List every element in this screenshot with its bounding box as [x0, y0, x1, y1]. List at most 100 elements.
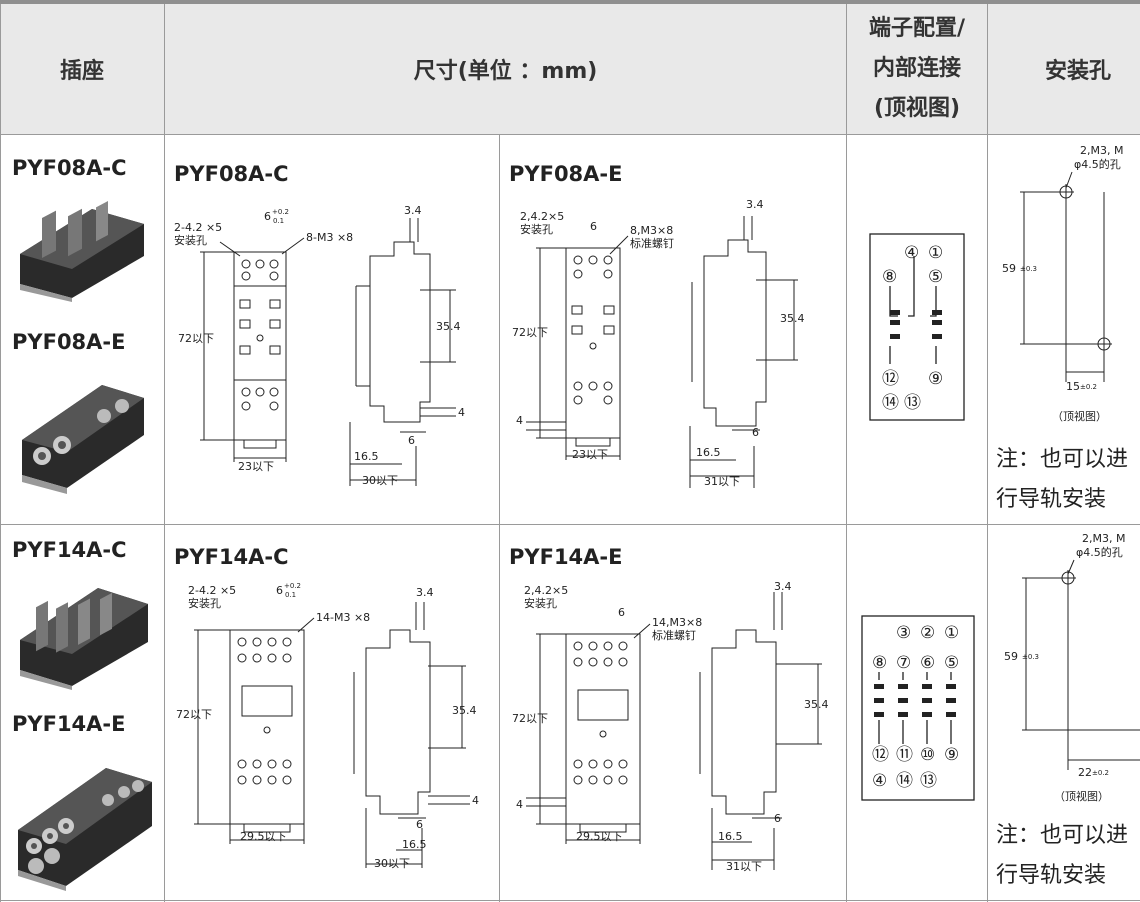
- dimension-title: PYF08A-C: [174, 162, 289, 186]
- dimension-drawing-pyf14a-e: 2,4.2×5 安装孔 6 14,M3×8 标准螺钉 72以下 4 29.5以下…: [512, 580, 829, 873]
- socket-model-label: PYF08A-E: [12, 330, 126, 354]
- svg-text:15: 15: [1066, 380, 1080, 393]
- svg-text:±0.3: ±0.3: [1020, 265, 1037, 273]
- svg-text:②: ②: [920, 623, 935, 643]
- table-header-row: [0, 4, 1140, 134]
- svg-text:⑬: ⑬: [920, 771, 937, 791]
- dimension-title: PYF14A-C: [174, 545, 289, 569]
- svg-text:（顶视图）: （顶视图）: [1052, 409, 1107, 423]
- svg-text:8-M3 ×8: 8-M3 ×8: [306, 231, 353, 244]
- svg-text:72以下: 72以下: [512, 326, 548, 339]
- svg-text:⑭: ⑭: [896, 771, 913, 791]
- svg-text:⑫: ⑫: [882, 369, 899, 389]
- svg-text:72以下: 72以下: [512, 712, 548, 725]
- socket-photo-pyf14a-c: [20, 588, 148, 690]
- socket-photo-pyf08a-c: [20, 200, 144, 302]
- svg-text:2-4.2 ×5: 2-4.2 ×5: [188, 584, 236, 597]
- svg-text:③: ③: [896, 623, 911, 643]
- svg-text:⑤: ⑤: [944, 653, 959, 673]
- svg-text:安装孔: 安装孔: [520, 222, 553, 236]
- svg-text:±0.3: ±0.3: [1022, 653, 1039, 661]
- svg-text:6: 6: [618, 606, 625, 619]
- svg-text:23以下: 23以下: [238, 460, 274, 473]
- svg-text:⑪: ⑪: [896, 745, 913, 765]
- row-divider: [0, 524, 1140, 525]
- svg-text:2,4.2×5: 2,4.2×5: [520, 210, 564, 223]
- svg-text:30以下: 30以下: [374, 857, 410, 870]
- svg-text:2,4.2×5: 2,4.2×5: [524, 584, 568, 597]
- svg-text:⑥: ⑥: [920, 653, 935, 673]
- svg-text:8,M3×8: 8,M3×8: [630, 224, 673, 237]
- svg-text:+0.2: +0.2: [272, 208, 289, 216]
- svg-text:35.4: 35.4: [452, 704, 477, 717]
- svg-text:6: 6: [416, 818, 423, 831]
- svg-text:6: 6: [276, 584, 283, 597]
- svg-text:⑧: ⑧: [882, 267, 897, 287]
- svg-text:72以下: 72以下: [178, 332, 214, 345]
- svg-text:59: 59: [1002, 262, 1016, 275]
- svg-text:31以下: 31以下: [726, 860, 762, 873]
- dimension-title: PYF08A-E: [509, 162, 623, 186]
- svg-text:4: 4: [516, 798, 523, 811]
- svg-text:⑬: ⑬: [904, 393, 921, 413]
- svg-text:⑭: ⑭: [882, 393, 899, 413]
- mounting-hole-diagram-pyf08a: 2,M3, M φ4.5的孔 59 ±0.3 15 ±0.2 （顶视图）: [1002, 144, 1123, 423]
- svg-text:35.4: 35.4: [780, 312, 805, 325]
- svg-text:6: 6: [408, 434, 415, 447]
- svg-text:①: ①: [944, 623, 959, 643]
- svg-text:4: 4: [516, 414, 523, 427]
- svg-text:35.4: 35.4: [436, 320, 461, 333]
- svg-text:6: 6: [774, 812, 781, 825]
- mounting-hole-diagram-pyf14a: 2,M3, M φ4.5的孔 59 ±0.3 22 ±0.2 （顶视图）: [1004, 532, 1140, 803]
- svg-text:4: 4: [472, 794, 479, 807]
- svg-text:30以下: 30以下: [362, 474, 398, 487]
- svg-text:标准螺钉: 标准螺钉: [652, 628, 696, 642]
- svg-text:16.5: 16.5: [402, 838, 427, 851]
- svg-text:⑨: ⑨: [944, 745, 959, 765]
- header-bottom-border: [0, 134, 1140, 135]
- svg-text:16.5: 16.5: [696, 446, 721, 459]
- svg-text:⑨: ⑨: [928, 369, 943, 389]
- svg-text:安装孔: 安装孔: [524, 596, 557, 610]
- svg-text:φ4.5的孔: φ4.5的孔: [1076, 545, 1123, 559]
- svg-text:59: 59: [1004, 650, 1018, 663]
- col-divider-dim: [499, 134, 500, 902]
- svg-text:22: 22: [1078, 766, 1092, 779]
- svg-text:72以下: 72以下: [176, 708, 212, 721]
- svg-text:⑫: ⑫: [872, 745, 889, 765]
- svg-text:29.5以下: 29.5以下: [576, 830, 623, 843]
- col-divider-1: [164, 4, 165, 902]
- socket-model-label: PYF14A-C: [12, 538, 127, 562]
- svg-text:0.1: 0.1: [273, 217, 284, 225]
- svg-text:0.1: 0.1: [285, 591, 296, 599]
- svg-text:2,M3, M: 2,M3, M: [1080, 144, 1123, 157]
- mounting-note: 注：也可以进 行导轨安装: [996, 823, 1129, 888]
- col-divider-2: [846, 4, 847, 902]
- svg-text:16.5: 16.5: [718, 830, 743, 843]
- dimension-drawing-pyf08a-e: 2,4.2×5 安装孔 6 8,M3×8 标准螺钉 72以下 4 23以下 3.…: [512, 198, 805, 488]
- svg-text:安装孔: 安装孔: [174, 233, 207, 247]
- mounting-note: 注：也可以进 行导轨安装: [996, 447, 1129, 512]
- svg-text:①: ①: [928, 243, 943, 263]
- svg-text:31以下: 31以下: [704, 475, 740, 488]
- svg-text:④: ④: [904, 243, 919, 263]
- terminal-diagram-pyf14a: ③ ② ① ⑧ ⑦ ⑥ ⑤ ⑫ ⑪ ⑩ ⑨ ④ ⑭ ⑬: [861, 615, 975, 801]
- svg-text:⑦: ⑦: [896, 653, 911, 673]
- svg-text:6: 6: [264, 210, 271, 223]
- svg-text:+0.2: +0.2: [284, 582, 301, 590]
- svg-text:（顶视图）: （顶视图）: [1054, 789, 1109, 803]
- socket-model-label: PYF14A-E: [12, 712, 126, 736]
- terminal-diagram-pyf08a: ④ ① ⑧ ⑤ ⑫ ⑨ ⑭ ⑬: [869, 233, 965, 421]
- dimension-title: PYF14A-E: [509, 545, 623, 569]
- dimension-drawing-pyf08a-c: 2-4.2 ×5 安装孔 6 +0.2 0.1 8-M3 ×8 72以下 23以…: [174, 204, 465, 487]
- svg-text:标准螺钉: 标准螺钉: [630, 236, 674, 250]
- svg-text:±0.2: ±0.2: [1092, 769, 1109, 777]
- svg-text:2,M3, M: 2,M3, M: [1082, 532, 1125, 545]
- socket-photo-pyf08a-e: [22, 385, 144, 494]
- socket-photo-pyf14a-e: [18, 768, 152, 891]
- svg-text:29.5以下: 29.5以下: [240, 830, 287, 843]
- table-border-left: [0, 4, 1, 902]
- socket-model-label: PYF08A-C: [12, 156, 127, 180]
- header-mounting: 安装孔: [1044, 59, 1111, 84]
- svg-text:35.4: 35.4: [804, 698, 829, 711]
